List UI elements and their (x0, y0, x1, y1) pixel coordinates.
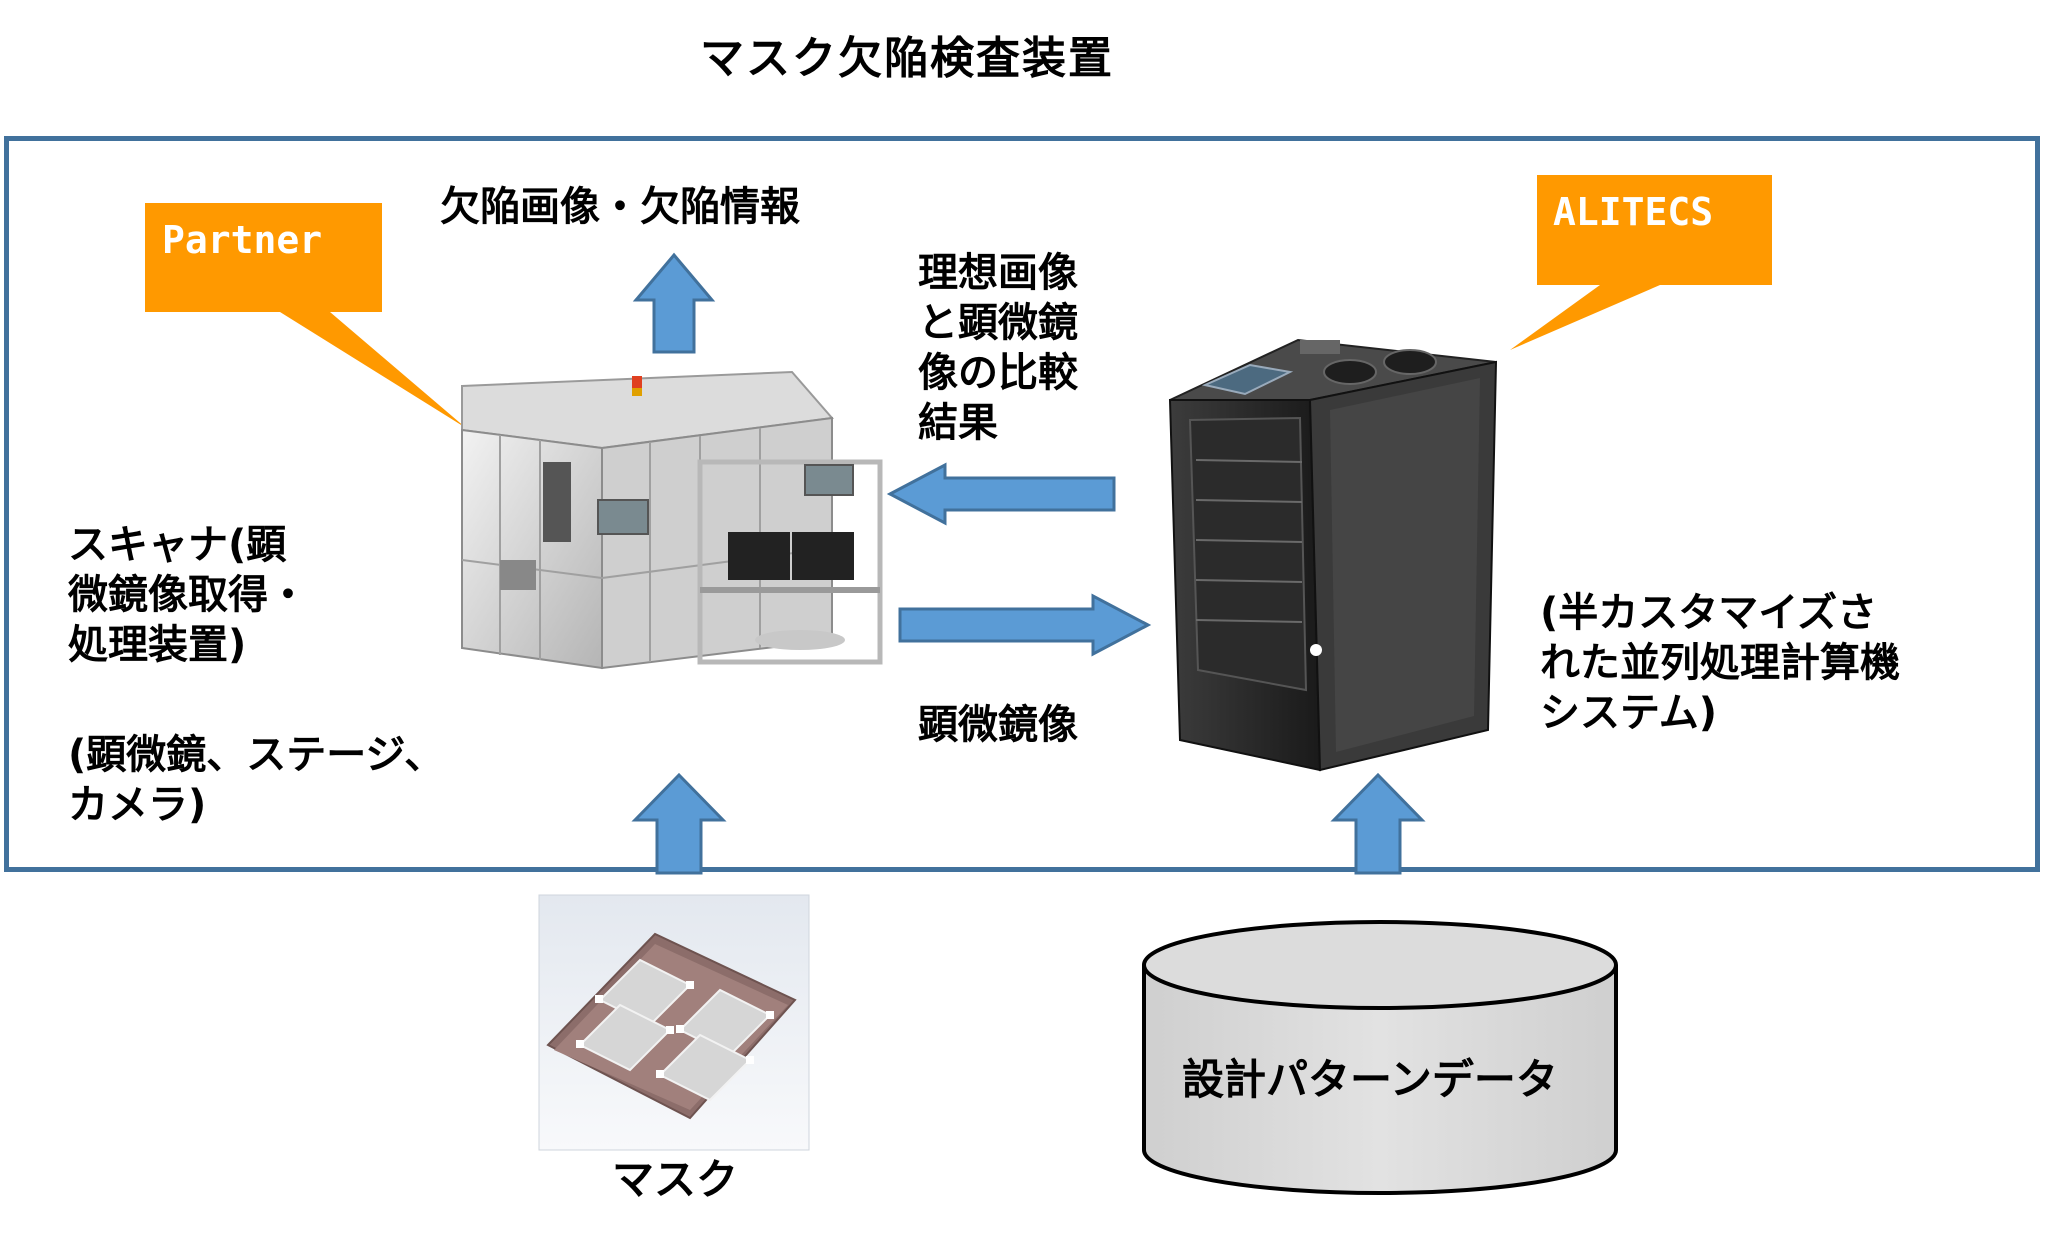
server-rack-icon (1168, 338, 1498, 772)
partner-callout-label: Partner (162, 218, 323, 262)
system-frame (4, 136, 2040, 872)
partner-callout (145, 203, 466, 428)
mask-label: マスク (612, 1155, 739, 1204)
mask-up-arrow (631, 772, 727, 875)
scanner-label: スキャナ(顕 微鏡像取得・ 処理装置) (68, 522, 308, 668)
design-up-arrow (1330, 772, 1426, 875)
alitecs-callout (1510, 175, 1772, 350)
microscope-right-arrow (898, 593, 1152, 657)
scanner-parts-label: (顕微鏡、ステージ、 カメラ) (68, 732, 445, 828)
computer-label: (半カスタマイズさ れた並列処理計算機 システム) (1540, 590, 1900, 736)
alitecs-callout-label: ALITECS (1553, 190, 1714, 234)
comparison-left-arrow (886, 462, 1116, 526)
comparison-result-label: 理想画像 と顕微鏡 像の比較 結果 (918, 250, 1078, 446)
output-up-arrow (632, 252, 716, 354)
inspection-machine-icon (461, 370, 883, 670)
database-cylinder-icon (1142, 920, 1618, 1195)
photomask-icon (538, 894, 810, 1151)
page-title: マスク欠陥検査装置 (700, 33, 1114, 84)
design-data-label: 設計パターンデータ (1182, 1055, 1558, 1104)
defect-output-label: 欠陥画像・欠陥情報 (440, 184, 800, 230)
microscope-image-label: 顕微鏡像 (918, 702, 1078, 748)
